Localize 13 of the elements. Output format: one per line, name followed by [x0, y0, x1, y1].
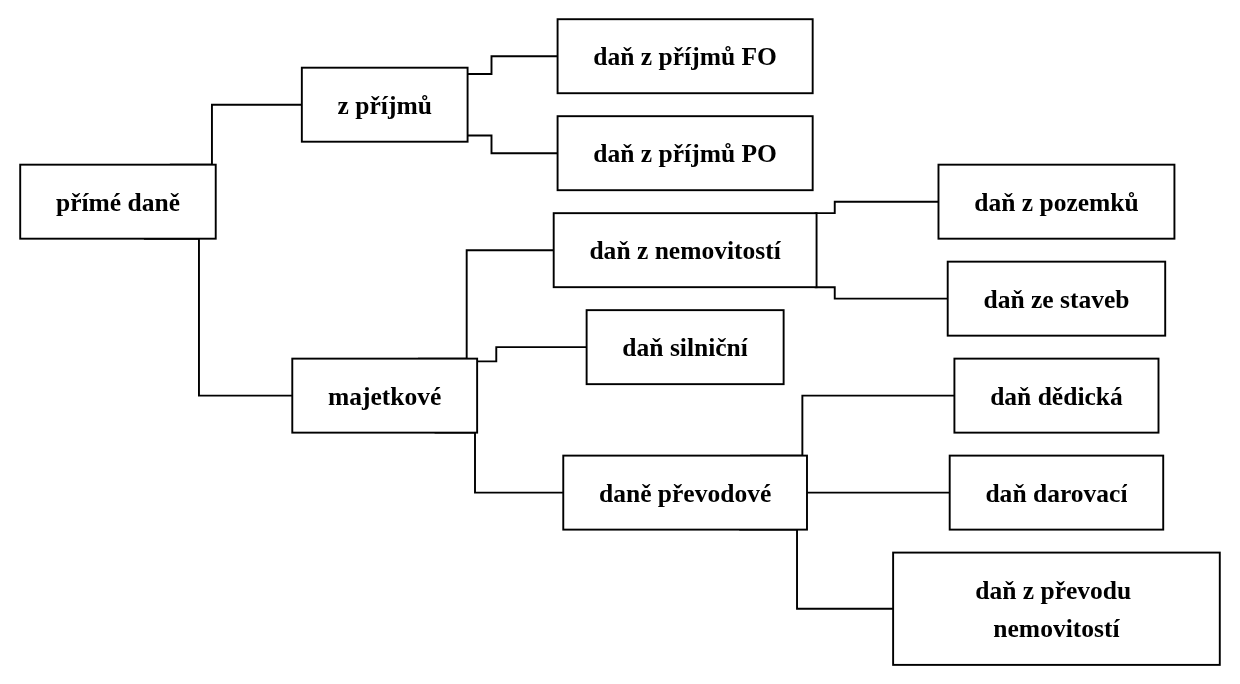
node-box: daň z převodu nemovitostí [892, 551, 1221, 666]
node-box: daň silniční [585, 309, 785, 386]
node-box: daň ze staveb [946, 260, 1167, 337]
node-box: daně převodové [562, 454, 808, 531]
node-box: z příjmů [300, 66, 469, 143]
node-box: daň z příjmů PO [556, 115, 814, 192]
node-box: majetkové [291, 357, 479, 434]
node-box: daň z příjmů FO [556, 18, 814, 95]
node-box: daň z nemovitostí [552, 212, 818, 289]
node-box: daň darovací [948, 454, 1165, 531]
node-box: daň dědická [953, 357, 1160, 434]
node-box: přímé daně [19, 163, 217, 240]
node-box: daň z pozemků [937, 163, 1176, 240]
